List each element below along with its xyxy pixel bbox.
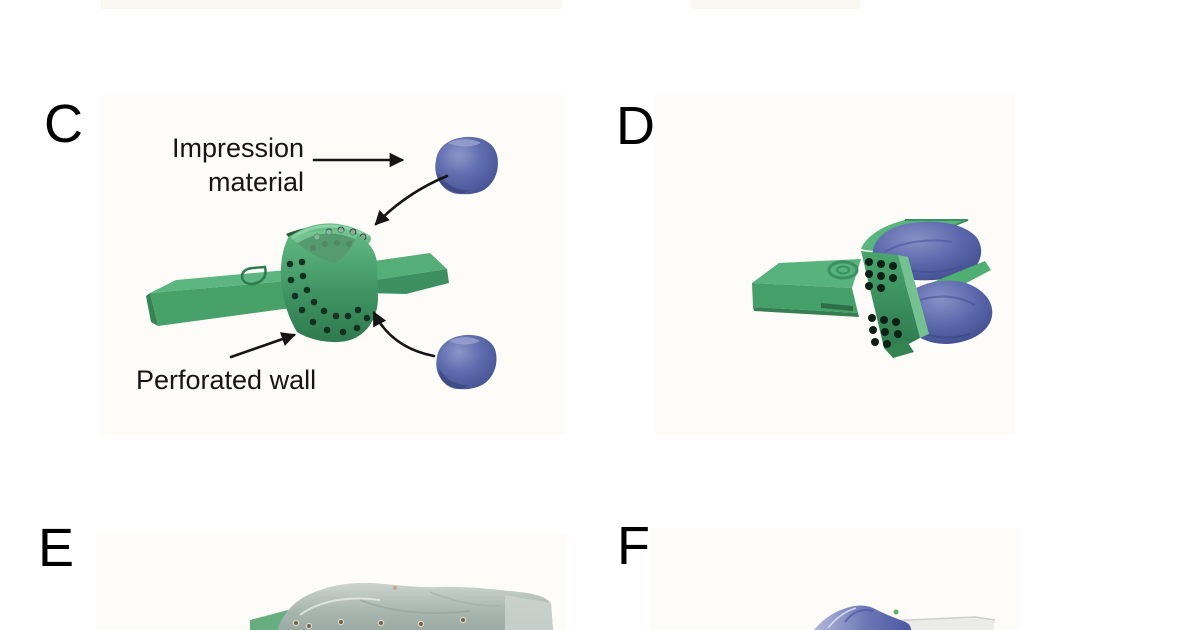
impression-tray-loaded-illustration: [752, 219, 993, 358]
cropped-image-strip-right: [690, 0, 861, 9]
embossed-size-marking: [827, 260, 859, 280]
panel-label-f: F: [617, 516, 650, 576]
impression-perforation-marks: [292, 616, 467, 630]
impression-material-label: Impression material: [100, 131, 304, 199]
perforated-wall-arrow-icon: [229, 332, 297, 359]
impression-on-cast-photo: [814, 605, 996, 630]
panel-label-d: D: [616, 96, 655, 156]
embossed-size-marking: [240, 265, 267, 286]
impression-material-blob-top: [435, 136, 498, 195]
curved-arrow-top-blob-to-tray-icon: [374, 174, 449, 226]
impression-material-label-line1: Impression: [171, 133, 304, 163]
perforated-wall-label: Perforated wall: [136, 365, 317, 395]
tray-front-wall-holes: [286, 258, 371, 336]
panel-label-c: C: [44, 94, 83, 154]
curved-arrow-bottom-blob-to-tray-icon: [372, 311, 436, 358]
cropped-image-strip-left: [100, 0, 562, 9]
panel-label-e: E: [38, 518, 75, 578]
tray-head-plate-holes: [865, 258, 902, 348]
tray-edge-speck: [893, 609, 899, 615]
impression-tray-empty-illustration: [146, 223, 449, 343]
silicone-impression-photo: [250, 582, 553, 630]
impression-material-blob-bottom: [436, 334, 497, 390]
impression-material-label-line2: material: [207, 167, 304, 198]
